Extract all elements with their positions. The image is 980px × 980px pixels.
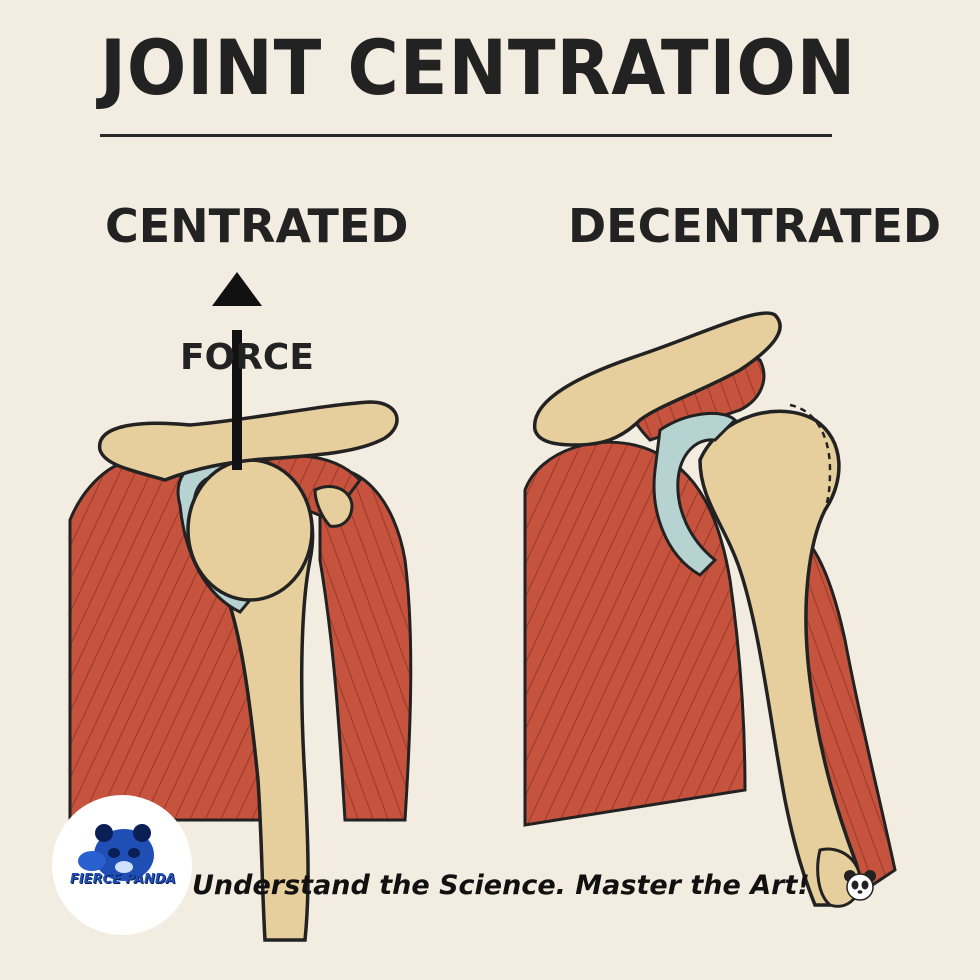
left-humeral-head <box>186 458 314 602</box>
panda-face-icon <box>844 870 876 901</box>
displacement-dashed-line <box>789 403 832 506</box>
panda-mascot-icon <box>78 824 154 881</box>
left-acromion <box>98 400 399 482</box>
right-humerus <box>698 409 860 907</box>
decentrated-shoulder <box>523 311 897 908</box>
right-acromion <box>533 311 782 447</box>
force-label: FORCE <box>180 337 314 378</box>
left-coracoid <box>313 485 354 528</box>
tagline: Understand the Science. Master the Art! <box>192 870 810 901</box>
title-divider <box>100 134 832 137</box>
right-cartilage <box>652 411 738 577</box>
brand-logo-text: FIERCE PANDA <box>70 872 176 887</box>
centrated-shoulder <box>68 272 413 942</box>
force-arrow-head <box>212 272 262 306</box>
page-title: JOINT CENTRATION <box>100 23 857 112</box>
brand-logo-badge <box>52 795 192 935</box>
decentrated-label: DECENTRATED <box>568 199 942 253</box>
centrated-label: CENTRATED <box>105 199 409 253</box>
left-rear-muscle <box>318 467 413 822</box>
